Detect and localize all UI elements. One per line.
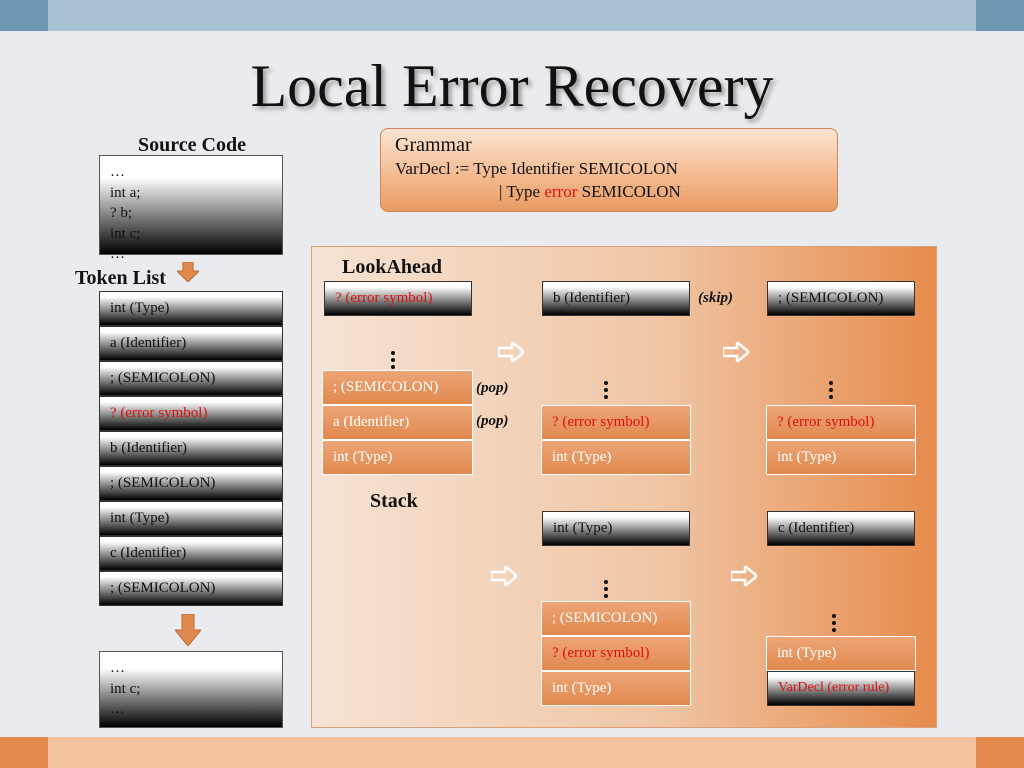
- grammar-rule-2-suffix: SEMICOLON: [577, 182, 681, 201]
- token-item: ; (SEMICOLON): [99, 361, 283, 396]
- stack-label: Stack: [370, 490, 418, 512]
- right-arrow-icon: [731, 566, 757, 586]
- right-arrow-icon: [723, 342, 749, 362]
- lookahead-token: ? (error symbol): [324, 281, 472, 316]
- pop-annotation: (pop): [476, 380, 509, 396]
- token-item: b (Identifier): [99, 431, 283, 466]
- code-line: ? b;: [110, 205, 133, 221]
- grammar-rule-1: VarDecl := Type Identifier SEMICOLON: [395, 159, 678, 178]
- lookahead-token: int (Type): [542, 511, 690, 546]
- lookahead-token: c (Identifier): [767, 511, 915, 546]
- token-item: c (Identifier): [99, 536, 283, 571]
- ellipsis-dots: [391, 351, 397, 372]
- stack-item: int (Type): [766, 636, 916, 671]
- stack-item: ; (SEMICOLON): [541, 601, 691, 636]
- right-arrow-icon: [498, 342, 524, 362]
- pop-annotation: (pop): [476, 413, 509, 429]
- skip-annotation: (skip): [698, 290, 733, 306]
- stack-item: a (Identifier): [322, 405, 473, 440]
- token-item: a (Identifier): [99, 326, 283, 361]
- token-item-error: ? (error symbol): [99, 396, 283, 431]
- ellipsis-dots: [829, 381, 835, 402]
- code-line: int c;: [110, 225, 141, 242]
- stack-item-error: ? (error symbol): [541, 636, 691, 671]
- down-arrow-icon: [175, 614, 201, 646]
- slide-title: Local Error Recovery: [250, 53, 774, 119]
- ellipsis-dots: [832, 614, 838, 635]
- code-line: …: [110, 246, 125, 262]
- stack-item: int (Type): [766, 440, 916, 475]
- lookahead-token: ; (SEMICOLON): [767, 281, 915, 316]
- stack-item: int (Type): [322, 440, 473, 475]
- ellipsis-dots: [604, 381, 610, 402]
- token-item: ; (SEMICOLON): [99, 466, 283, 501]
- token-item: int (Type): [99, 501, 283, 536]
- code-line: int c;: [110, 680, 141, 697]
- ellipsis-dots: [604, 580, 610, 601]
- top-bar: [0, 0, 1024, 31]
- stack-item: int (Type): [541, 440, 691, 475]
- source-code-box: … int a; ? b; int c; …: [99, 155, 283, 262]
- bottom-bar: [0, 737, 1024, 768]
- token-list-label: Token List: [75, 267, 166, 289]
- stack-item-error: ? (error symbol): [541, 405, 691, 440]
- down-arrow-icon: [177, 262, 199, 282]
- grammar-box: Grammar VarDecl := Type Identifier SEMIC…: [380, 128, 838, 212]
- code-line: …: [110, 660, 125, 676]
- token-item: int (Type): [99, 291, 283, 326]
- stack-item-error-rule: VarDecl (error rule): [767, 671, 915, 706]
- token-item: ; (SEMICOLON): [99, 571, 283, 606]
- grammar-rule-2-prefix: | Type: [499, 182, 545, 201]
- grammar-heading: Grammar: [395, 134, 472, 156]
- output-code-box: … int c; …: [99, 651, 283, 728]
- lookahead-label: LookAhead: [342, 256, 443, 278]
- code-line: int a;: [110, 184, 141, 201]
- grammar-error-keyword: error: [544, 182, 578, 201]
- stack-item: ; (SEMICOLON): [322, 370, 473, 405]
- stack-item-error: ? (error symbol): [766, 405, 916, 440]
- stack-item: int (Type): [541, 671, 691, 706]
- code-line: …: [110, 701, 125, 717]
- right-arrow-icon: [491, 566, 517, 586]
- grammar-rule-2: | Type error SEMICOLON: [395, 180, 823, 203]
- source-code-label: Source Code: [138, 134, 246, 156]
- lookahead-token: b (Identifier): [542, 281, 690, 316]
- code-line: …: [110, 164, 125, 180]
